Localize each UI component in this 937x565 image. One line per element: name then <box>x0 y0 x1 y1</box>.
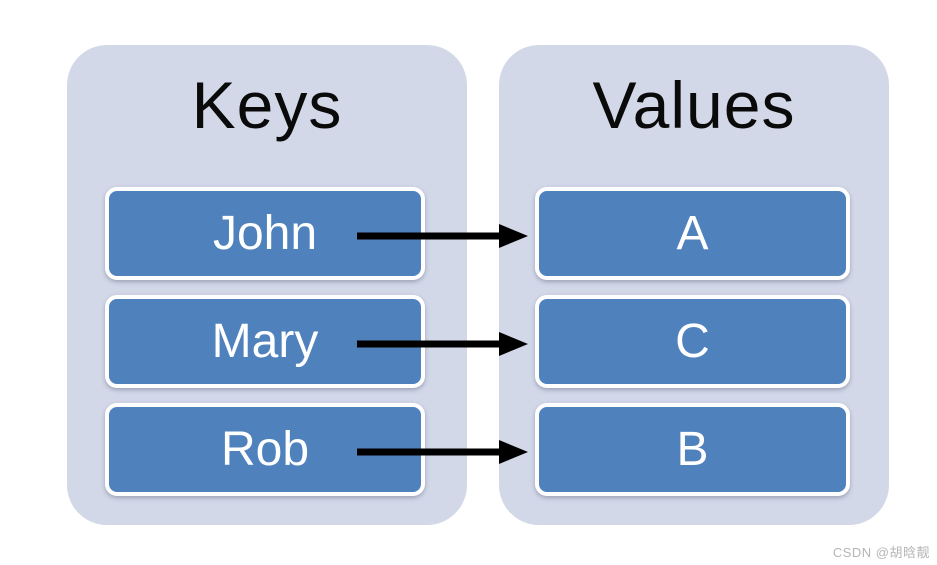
keys-title: Keys <box>191 68 343 142</box>
value-box-b: B <box>535 403 850 496</box>
key-label: Mary <box>211 315 319 368</box>
value-box-a: A <box>535 187 850 280</box>
key-box-rob: Rob <box>105 403 425 496</box>
key-label: Rob <box>220 423 310 476</box>
values-panel: Values A C B <box>499 45 889 525</box>
csdn-watermark: CSDN @胡晗靓 <box>832 545 930 560</box>
key-box-mary: Mary <box>105 295 425 388</box>
value-box-c: C <box>535 295 850 388</box>
key-box-john: John <box>105 187 425 280</box>
key-label: John <box>212 207 318 260</box>
value-label: A <box>676 207 709 260</box>
values-title: Values <box>592 68 796 142</box>
keys-panel: Keys John Mary Rob <box>67 45 467 525</box>
value-label: C <box>675 315 710 368</box>
value-label: B <box>676 423 709 476</box>
